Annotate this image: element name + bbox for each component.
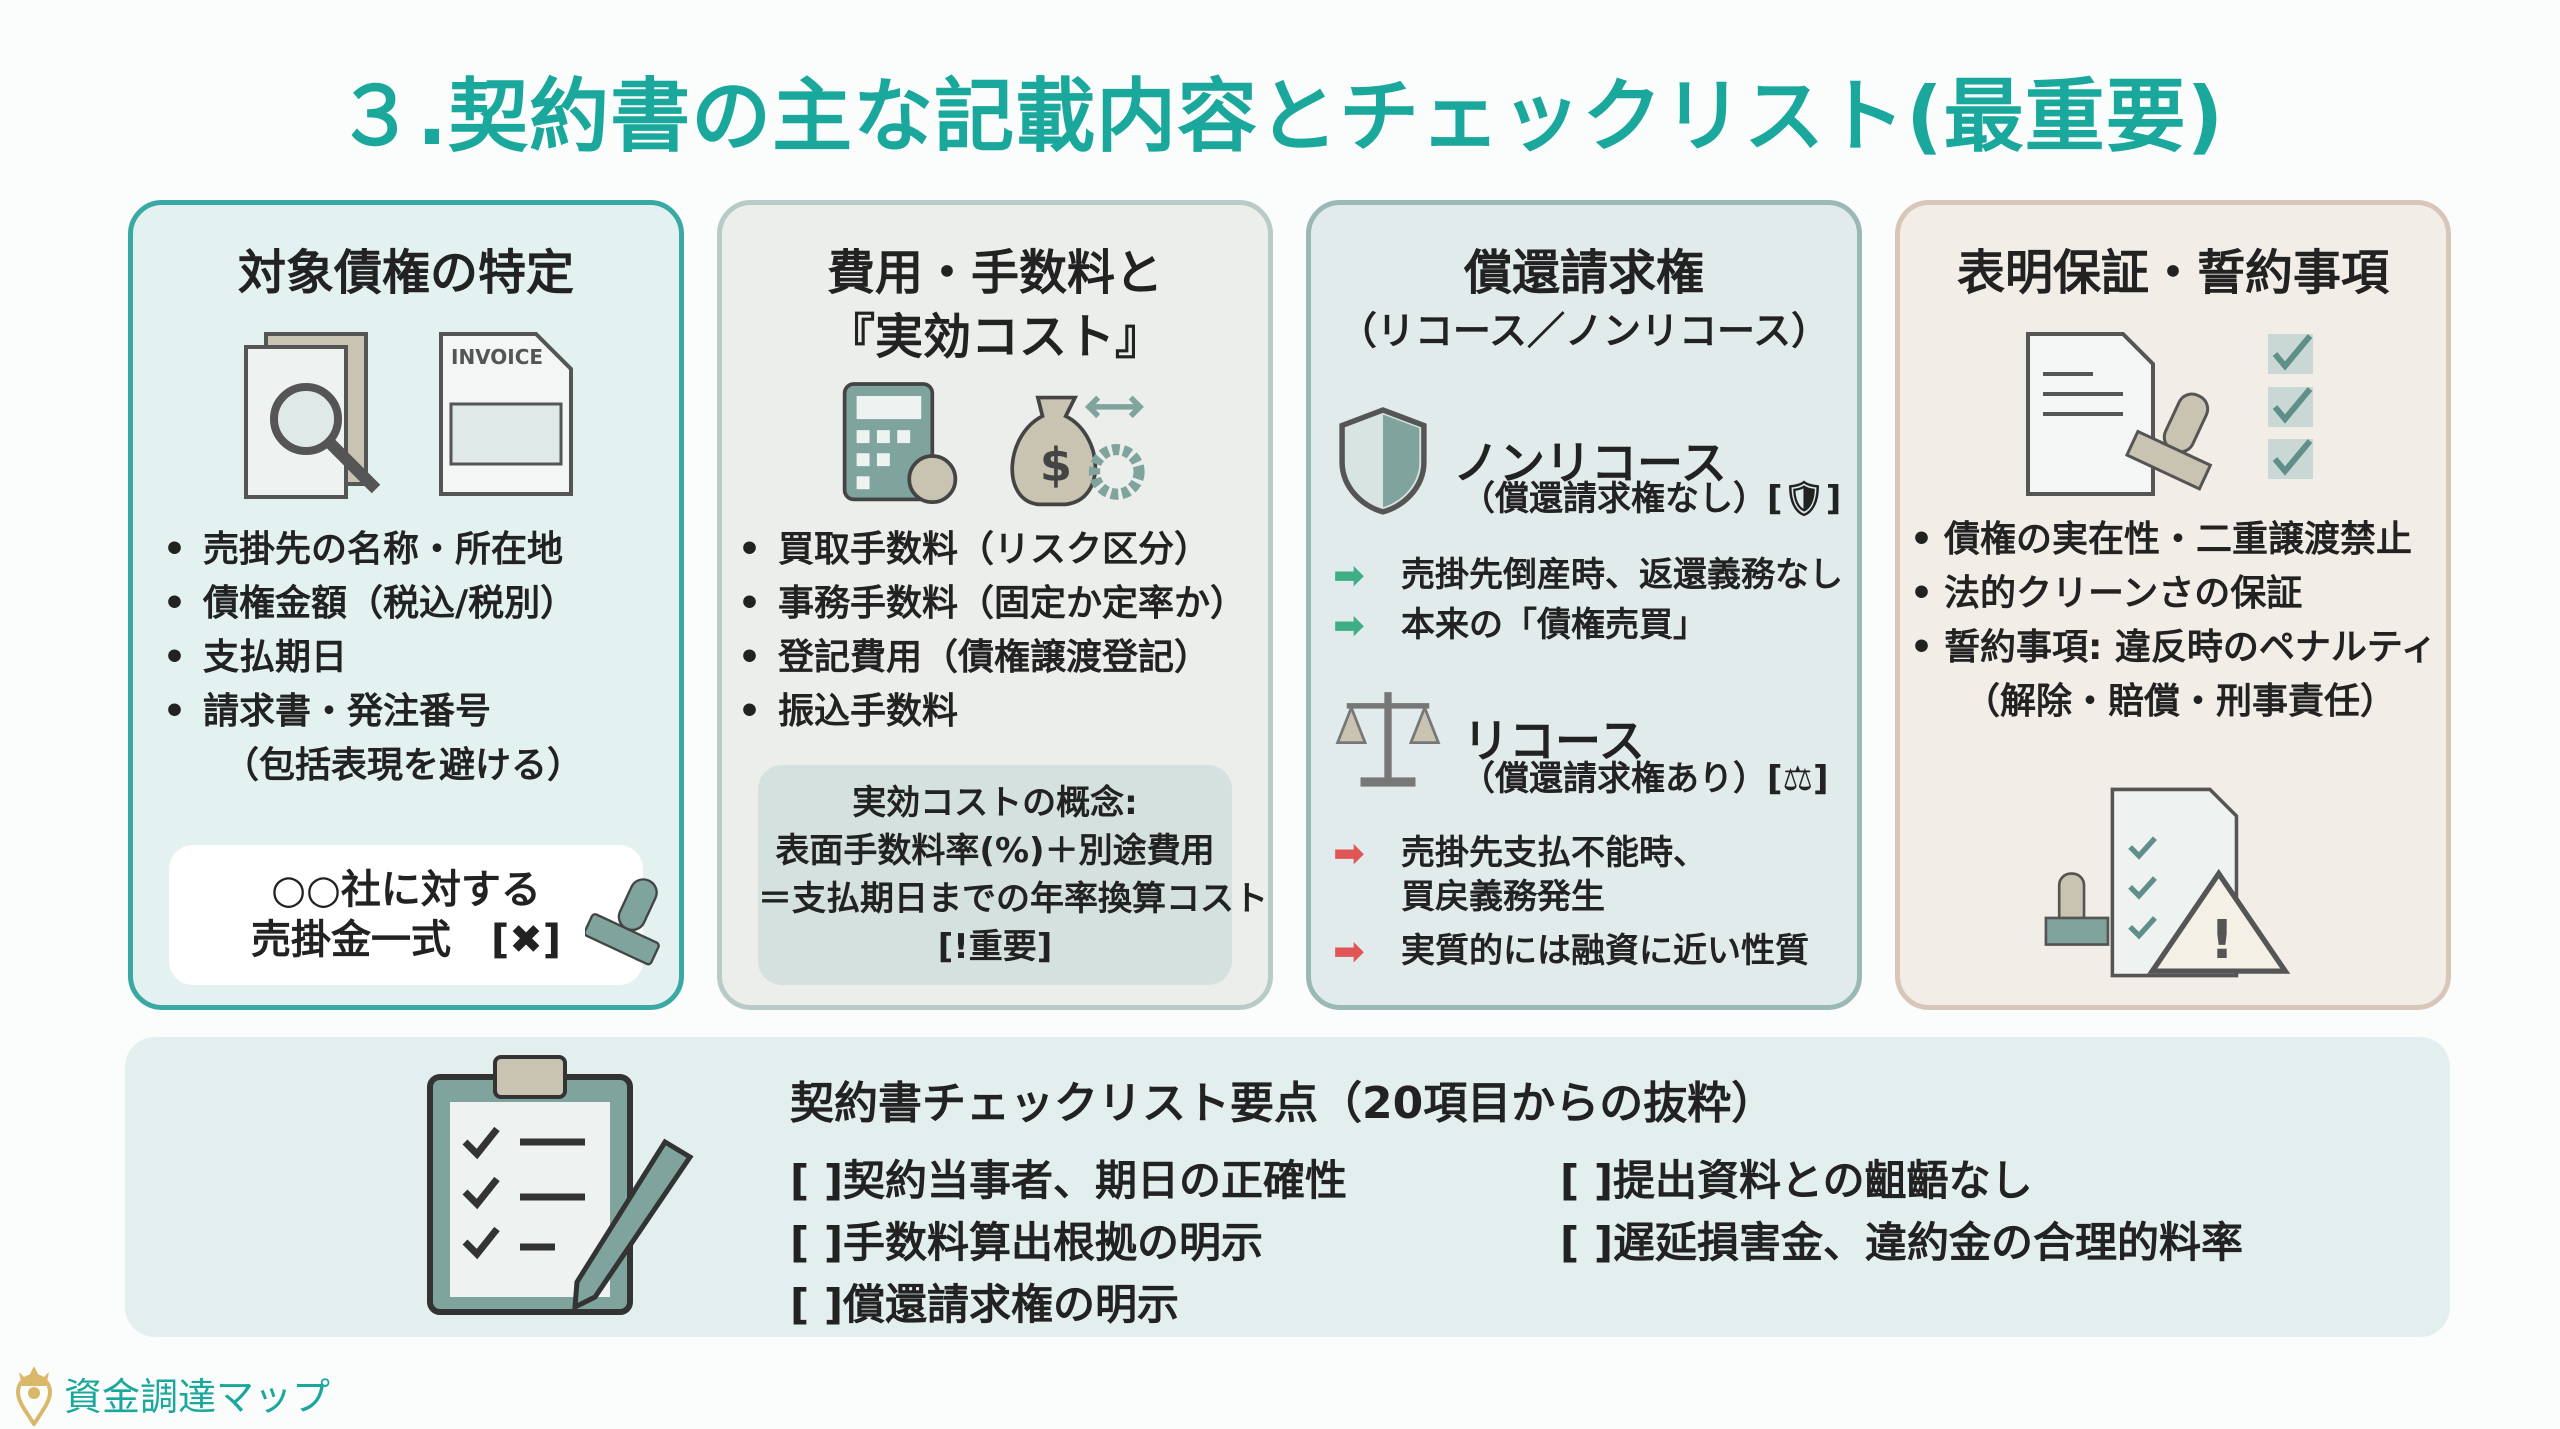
shield-icon [1339, 407, 1427, 515]
checklist-item[interactable]: [ ]手数料算出根拠の明示 [790, 1218, 1264, 1267]
document-search-icon [244, 332, 381, 499]
clipboard-pencil-icon [427, 1055, 694, 1315]
arrow-right-icon: ➡ [1333, 603, 1365, 647]
card-fees-effective-cost: 費用・手数料と『実効コスト』 $ 買取手数料（リスク区分） 事務手数料（固定か定… [717, 200, 1273, 1010]
bullet-item: 債権の実在性・二重譲渡禁止 [1910, 513, 2436, 567]
bullet-item: 請求書・発注番号（包括表現を避ける） [163, 685, 649, 793]
bullet-item: 登記費用（債権譲渡登記） [738, 631, 1252, 685]
recourse-point: ➡売掛先支払不能時、買戻義務発生 [1333, 831, 1707, 917]
card-heading: 表明保証・誓約事項 [1956, 245, 2389, 301]
scales-icon [1335, 692, 1441, 787]
bad-example-line: ○○社に対する [271, 867, 541, 913]
brand-name: 資金調達マップ [64, 1374, 331, 1419]
bullet-item: 支払期日 [163, 631, 649, 685]
checklist-item[interactable]: [ ]提出資料との齟齬なし [1560, 1156, 2033, 1205]
concept-line: ＝支払期日までの年率換算コスト [758, 879, 1268, 919]
signed-document-stamp-icon [2026, 332, 2213, 496]
bullet-item: 振込手数料 [738, 685, 1252, 739]
bullet-item: 買取手数料（リスク区分） [738, 523, 1252, 577]
nonrecourse-title: ノンリコース [1453, 436, 1727, 490]
card-heading: 対象債権の特定 [237, 245, 574, 301]
nonrecourse-sub: （償還請求権なし）[🛡] [1461, 479, 1842, 519]
invoice-icon: INVOICE [439, 332, 573, 496]
bullet-item: 事務手数料（固定か定率か） [738, 577, 1252, 631]
card-heading: 償還請求権（リコース／ノンリコース） [1338, 245, 1830, 353]
checklist-item[interactable]: [ ]契約当事者、期日の正確性 [790, 1156, 1348, 1205]
checklist-icon [2268, 334, 2313, 479]
nonrecourse-point: ➡売掛先倒産時、返還義務なし [1333, 553, 1843, 597]
bullet-item: 誓約事項: 違反時のペナルティ（解除・賠償・刑事責任） [1910, 621, 2437, 729]
nonrecourse-point: ➡本来の「債権売買」 [1333, 603, 1707, 647]
stamp-icon [585, 878, 660, 966]
bullet-item: 売掛先の名称・所在地 [163, 523, 649, 577]
svg-text:INVOICE: INVOICE [451, 345, 543, 369]
svg-text:!: ! [2210, 909, 2234, 971]
checklist-item[interactable]: [ ]償還請求権の明示 [790, 1280, 1180, 1329]
bullet-item: 法的クリーンさの保証 [1910, 567, 2436, 621]
bad-example-box: ○○社に対する 売掛金一式 [✖] [169, 845, 643, 985]
brand-logo: 資金調達マップ [14, 1360, 330, 1426]
concept-line: 実効コストの概念: [852, 783, 1138, 823]
arrow-right-icon: ➡ [1333, 553, 1365, 597]
bad-example-line: 売掛金一式 [✖] [250, 917, 562, 963]
recourse-title: リコース [1463, 714, 1645, 768]
effective-cost-concept-box: 実効コストの概念: 表面手数料率(%)＋別途費用 ＝支払期日までの年率換算コスト… [758, 765, 1268, 985]
recourse-sub: （償還請求権あり）[⚖] [1461, 759, 1829, 799]
location-pin-crown-icon [15, 1366, 53, 1426]
recourse-point: ➡実質的には融資に近い性質 [1333, 929, 1809, 973]
money-bag-gear-icon: $ [1010, 395, 1145, 507]
card-recourse: 償還請求権（リコース／ノンリコース） ノンリコース （償還請求権なし）[🛡] ➡… [1306, 200, 1862, 1010]
card-representations-warranties: 表明保証・誓約事項 債権の実在性・二重譲渡禁止 法的クリーンさの保証 誓約事項:… [1895, 200, 2451, 1010]
arrow-right-icon: ➡ [1333, 831, 1365, 875]
warning-document-icon: ! [2044, 787, 2291, 978]
arrow-right-icon: ➡ [1333, 929, 1365, 973]
calculator-icon [842, 382, 958, 504]
checklist-heading: 契約書チェックリスト要点（20項目からの抜粋） [790, 1078, 1776, 1129]
checklist-item[interactable]: [ ]遅延損害金、違約金の合理的料率 [1560, 1218, 2244, 1267]
concept-line: 表面手数料率(%)＋別途費用 [775, 831, 1215, 871]
bullet-item: 債権金額（税込/税別） [163, 577, 649, 631]
card-receivable-identification: 対象債権の特定 INVOICE 売掛先の名称・所在地 債権金額（税込/税別） 支… [128, 200, 684, 1010]
card-heading: 費用・手数料と『実効コスト』 [826, 245, 1163, 365]
checklist-panel: 契約書チェックリスト要点（20項目からの抜粋） [ ]契約当事者、期日の正確性 … [125, 1037, 2450, 1337]
concept-line: [!重要] [937, 927, 1053, 967]
page-title: ３.契約書の主な記載内容とチェックリスト(最重要) [335, 70, 2225, 163]
svg-text:$: $ [1040, 438, 1072, 492]
